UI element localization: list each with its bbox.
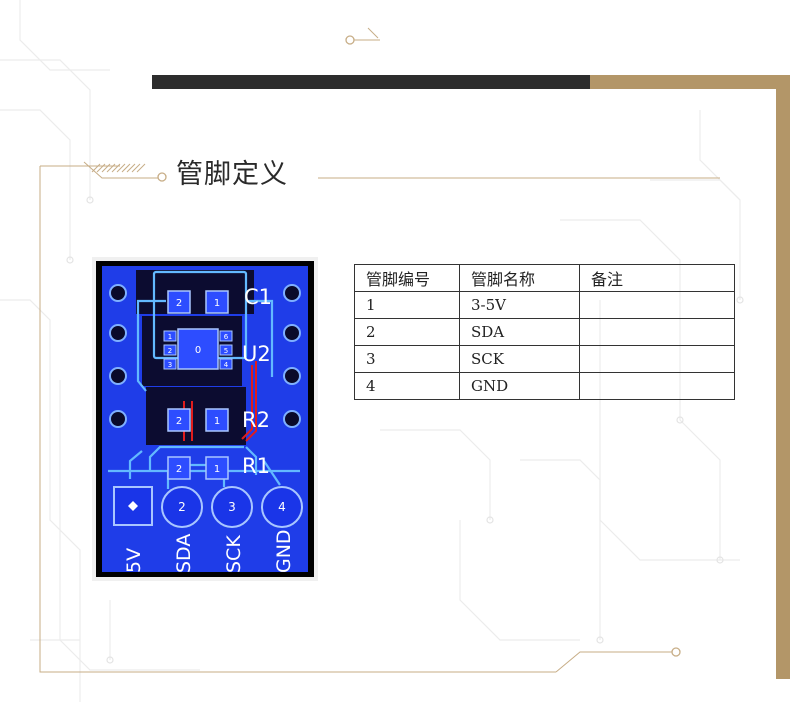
column-header-pin-number: 管脚编号	[354, 264, 460, 292]
table-row: 1 3-5V	[354, 291, 735, 319]
pin1-marker	[128, 501, 138, 511]
pin-name-cell: GND	[459, 372, 580, 400]
pin-name-cell: 3-5V	[459, 291, 580, 319]
pin-label-sck: SCK	[223, 535, 245, 573]
u2-pin-number: 5	[224, 347, 228, 355]
pad-number: 1	[214, 416, 220, 427]
designator-c1: C1	[244, 285, 272, 309]
u2-pin-number: 4	[224, 361, 229, 369]
pin-number-cell: 1	[354, 291, 460, 319]
pin-number-cell: 4	[354, 372, 460, 400]
table-row: 2 SDA	[354, 318, 735, 346]
pcb-layout-image: 2 1 0 2 1 2 1 1 2 3 4 5 6 2 3 4	[92, 257, 318, 581]
table-header-row: 管脚编号 管脚名称 备注	[354, 264, 735, 292]
section-title: 管脚定义	[176, 159, 288, 190]
trace-outlines	[108, 270, 300, 489]
designator-r2: R2	[242, 408, 270, 432]
c1-pad-2	[167, 290, 191, 314]
header-pad-3	[211, 486, 253, 528]
pad-number: 1	[214, 464, 220, 475]
table-row: 4 GND	[354, 372, 735, 400]
pin-definition-table: 管脚编号 管脚名称 备注 1 3-5V 2 SDA 3 SCK 4 GND	[354, 264, 735, 400]
r2-pad-1	[205, 408, 229, 432]
header-pin-number: 3	[228, 500, 236, 514]
pin-label-5v: 5V	[123, 548, 145, 573]
r1-pad-2	[167, 456, 191, 480]
pad-number: 1	[214, 298, 220, 309]
note-cell	[579, 291, 735, 319]
pcb-board: 2 1 0 2 1 2 1 1 2 3 4 5 6 2 3 4	[96, 261, 314, 577]
table-row: 3 SCK	[354, 345, 735, 373]
pin-label-gnd: GND	[273, 529, 295, 573]
u2-pin-number: 3	[168, 361, 172, 369]
right-edge-bar	[776, 75, 790, 679]
pin-number-cell: 3	[354, 345, 460, 373]
edge-pins	[109, 284, 301, 428]
u2-pin-number: 6	[224, 333, 229, 341]
pad-number: 2	[176, 464, 182, 475]
column-header-note: 备注	[579, 264, 735, 292]
pin-label-sda: SDA	[173, 534, 195, 573]
pad-number: 2	[176, 298, 182, 309]
r2-pad-2	[167, 408, 191, 432]
header-pad-4	[261, 486, 303, 528]
pin-name-cell: SCK	[459, 345, 580, 373]
r1-pad-1	[205, 456, 229, 480]
header-bar-dark	[152, 75, 590, 89]
header-bar-gold	[590, 75, 790, 89]
c1-pad-1	[205, 290, 229, 314]
note-cell	[579, 318, 735, 346]
pin-number-cell: 2	[354, 318, 460, 346]
pad-number: 2	[176, 416, 182, 427]
column-header-pin-name: 管脚名称	[459, 264, 580, 292]
designator-u2: U2	[242, 342, 271, 366]
u2-body	[177, 328, 219, 370]
note-cell	[579, 345, 735, 373]
header-pin-number: 4	[278, 500, 286, 514]
u2-pin-number: 2	[168, 347, 172, 355]
note-cell	[579, 372, 735, 400]
pin-name-cell: SDA	[459, 318, 580, 346]
pad-number: 0	[195, 345, 201, 356]
designator-r1: R1	[242, 454, 270, 478]
u2-pin-number: 1	[168, 333, 172, 341]
pcb-artwork: 2 1 0 2 1 2 1 1 2 3 4 5 6 2 3 4	[102, 266, 308, 573]
header-pin-number: 2	[178, 500, 186, 514]
header-pad-2	[161, 486, 203, 528]
